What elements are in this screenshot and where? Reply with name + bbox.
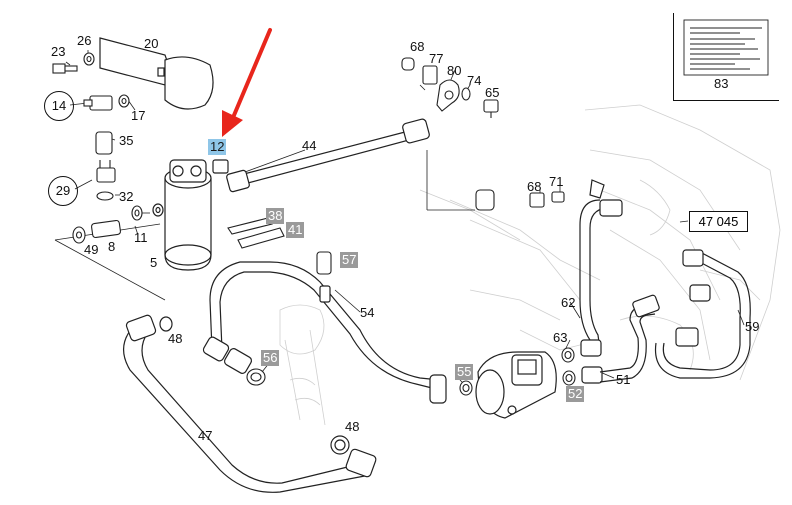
part-label-23[interactable]: 23 — [51, 44, 66, 59]
fitting-8 — [72, 205, 143, 244]
part-label-14[interactable]: 14 — [44, 91, 74, 121]
red-arrow-icon — [222, 28, 272, 137]
receiver-drier-5 — [152, 159, 229, 271]
bracket-20 — [99, 37, 214, 110]
pipe-62 — [579, 179, 623, 384]
part-label-52[interactable]: 52 — [566, 386, 585, 402]
leader-lines — [54, 50, 745, 385]
part-label-49[interactable]: 49 — [84, 242, 99, 257]
hose-54 — [202, 261, 447, 404]
part-label-55[interactable]: 55 — [455, 364, 474, 380]
part-label-48-left[interactable]: 48 — [168, 331, 183, 346]
part-label-26[interactable]: 26 — [77, 33, 92, 48]
part-label-47[interactable]: 47 — [198, 428, 213, 443]
hose-47 — [123, 314, 377, 493]
pipe-59 — [654, 249, 751, 379]
part-label-44[interactable]: 44 — [302, 138, 317, 153]
part-label-57[interactable]: 57 — [340, 252, 359, 268]
tape-strips — [227, 217, 285, 249]
part-label-62[interactable]: 62 — [561, 295, 576, 310]
nut-68 — [529, 191, 565, 208]
o-rings — [246, 347, 576, 396]
pipe-51 — [599, 294, 660, 383]
part-label-32[interactable]: 32 — [119, 189, 134, 204]
washer-26 — [83, 52, 95, 66]
part-label-68-top[interactable]: 68 — [410, 39, 425, 54]
part-label-35[interactable]: 35 — [119, 133, 134, 148]
part-label-59[interactable]: 59 — [745, 319, 760, 334]
part-label-80[interactable]: 80 — [447, 63, 462, 78]
sensor-35 — [95, 131, 116, 201]
part-label-48-bottom[interactable]: 48 — [345, 419, 360, 434]
part-label-11[interactable]: 11 — [134, 230, 148, 245]
service-valve-57 — [316, 251, 332, 275]
part-label-68-mid[interactable]: 68 — [527, 179, 542, 194]
part-label-5[interactable]: 5 — [150, 255, 158, 270]
part-label-65[interactable]: 65 — [485, 85, 500, 100]
part-label-63[interactable]: 63 — [553, 330, 568, 345]
label-plate-83 — [683, 19, 769, 76]
clamp-assembly — [401, 57, 499, 118]
pressure-switch — [83, 94, 130, 111]
pipe-44 — [226, 118, 430, 193]
part-label-8[interactable]: 8 — [108, 239, 116, 254]
part-label-17[interactable]: 17 — [131, 108, 146, 123]
bolt-23 — [52, 63, 78, 74]
compressor — [475, 351, 557, 419]
part-label-20[interactable]: 20 — [144, 36, 159, 51]
part-label-29[interactable]: 29 — [48, 176, 78, 206]
part-label-12[interactable]: 12 — [208, 139, 227, 155]
part-label-41[interactable]: 41 — [286, 222, 305, 238]
pipe-connector — [475, 189, 495, 211]
part-label-83[interactable]: 83 — [714, 76, 729, 91]
part-label-74[interactable]: 74 — [467, 73, 482, 88]
reference-box[interactable]: 47 045 — [689, 211, 748, 232]
part-label-38[interactable]: 38 — [266, 208, 285, 224]
label-plate-frame — [673, 13, 779, 101]
part-label-71[interactable]: 71 — [549, 174, 564, 189]
part-label-51[interactable]: 51 — [616, 372, 631, 387]
part-label-56[interactable]: 56 — [261, 350, 280, 366]
part-label-77[interactable]: 77 — [429, 51, 444, 66]
part-label-54[interactable]: 54 — [360, 305, 375, 320]
